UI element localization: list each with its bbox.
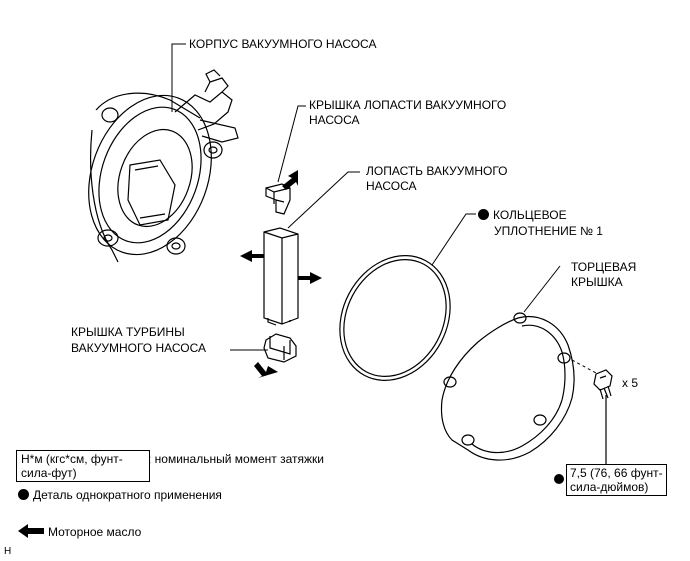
bolt-illustration <box>593 369 613 470</box>
non-reusable-dot-icon <box>18 489 29 500</box>
torque-spec-box: 7,5 (76, 66 фунт- сила-дюймов) <box>566 464 667 496</box>
rotor-cap-illustration <box>263 333 297 363</box>
legend-unit-line2: сила-фут) <box>21 466 77 480</box>
label-rotor-cap-line1: КРЫШКА ТУРБИНЫ <box>71 325 185 339</box>
legend-unit-line1: Н*м (кгс*см, фунт- <box>21 452 123 466</box>
end-cover-illustration <box>440 312 575 461</box>
label-vane-line2: НАСОСА <box>366 179 417 193</box>
corner-mark: H <box>4 546 12 557</box>
label-o-ring-line1: КОЛЬЦЕВОЕ <box>478 208 567 223</box>
vane-illustration <box>263 227 299 326</box>
label-vane-cap-line1: КРЫШКА ЛОПАСТИ ВАКУУМНОГО <box>309 98 507 112</box>
oil-arrow-icon <box>18 524 44 538</box>
label-vane-line1: ЛОПАСТЬ ВАКУУМНОГО <box>366 164 508 178</box>
non-reusable-dot-icon <box>478 209 489 220</box>
label-end-cover-line2: КРЫШКА <box>571 275 623 289</box>
label-o-ring-line2: УПЛОТНЕНИЕ № 1 <box>494 224 603 238</box>
torque-spec-line2: сила-дюймов) <box>570 480 649 494</box>
label-vane-cap-line2: НАСОСА <box>309 113 360 127</box>
torque-spec <box>554 466 568 484</box>
legend-unit-box: Н*м (кгс*см, фунт- сила-фут) <box>16 450 150 482</box>
oil-arrows <box>240 170 322 378</box>
legend-engine-oil-text: Моторное масло <box>48 525 142 539</box>
legend-engine-oil: Моторное масло <box>18 524 141 540</box>
legend-non-reusable-text: Деталь однократного применения <box>33 488 222 502</box>
legend-non-reusable: Деталь однократного применения <box>18 488 222 503</box>
label-rotor-cap-line2: ВАКУУМНОГО НАСОСА <box>71 341 207 355</box>
label-pump-body: КОРПУС ВАКУУМНОГО НАСОСА <box>189 37 377 51</box>
pump-body-illustration <box>88 69 239 263</box>
o-ring-illustration <box>339 255 451 381</box>
non-reusable-dot-icon <box>554 474 564 484</box>
label-o-ring-text1: КОЛЬЦЕВОЕ <box>493 208 567 222</box>
label-end-cover-line1: ТОРЦЕВАЯ <box>571 260 637 274</box>
label-bolt-count: x 5 <box>622 376 639 390</box>
torque-spec-line1: 7,5 (76, 66 фунт- <box>570 466 663 480</box>
leader-lines <box>171 43 599 375</box>
legend-torque-desc: : номинальный момент затяжки <box>148 452 324 466</box>
